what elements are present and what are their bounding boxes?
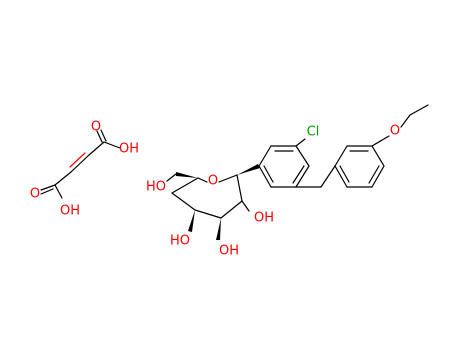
ethoxyphenyl-ring: O: [334, 104, 429, 188]
bond: [295, 165, 310, 188]
bond: [371, 165, 385, 188]
bond: [70, 154, 90, 173]
wedge-bond: [216, 218, 221, 240]
atom-label: OH: [60, 204, 80, 219]
atom-label: Cl: [307, 125, 320, 140]
bond: [339, 165, 350, 183]
atom-label: O: [390, 124, 400, 139]
bond: [220, 200, 243, 219]
bond: [166, 173, 177, 182]
bond: [292, 165, 305, 184]
bond: [295, 145, 310, 167]
bond: [258, 165, 272, 188]
chlorophenyl-ring: Cl: [258, 125, 336, 188]
bond: [103, 141, 121, 149]
bond: [171, 192, 196, 211]
bond: [334, 145, 348, 167]
bond: [96, 130, 103, 143]
glucose-ring: O HO HO OH OH: [146, 164, 274, 259]
bond: [236, 174, 243, 202]
bond: [54, 184, 63, 199]
bond: [371, 145, 385, 167]
atom-label: O: [208, 174, 218, 189]
bond: [320, 165, 336, 188]
bond: [241, 200, 250, 212]
bond: [40, 188, 54, 195]
bond: [263, 165, 274, 183]
atom-label: HO: [170, 234, 190, 249]
bond: [371, 135, 390, 147]
bond: [100, 129, 107, 142]
bond: [88, 141, 105, 156]
bond: [295, 138, 306, 147]
bond: [368, 165, 380, 184]
bond: [194, 209, 222, 219]
bond: [54, 171, 72, 186]
atom-label: HO: [146, 180, 166, 195]
atom-label: O: [91, 120, 101, 135]
atom-label: OH: [219, 244, 239, 259]
bond: [334, 165, 348, 188]
wedge-bond: [237, 164, 260, 175]
fumaric-acid: OH O O OH: [30, 120, 139, 219]
bond: [69, 152, 86, 168]
wedge-bond: [188, 210, 195, 232]
atom-label: OH: [254, 211, 274, 226]
bond: [40, 184, 56, 191]
bond: [409, 104, 429, 116]
atom-label: O: [30, 187, 40, 202]
wedge-bond: [176, 172, 198, 178]
atom-label: OH: [119, 142, 139, 157]
bond: [400, 114, 411, 128]
bond: [171, 177, 199, 194]
bond: [258, 145, 272, 167]
bond: [218, 174, 238, 183]
bond: [197, 177, 208, 183]
